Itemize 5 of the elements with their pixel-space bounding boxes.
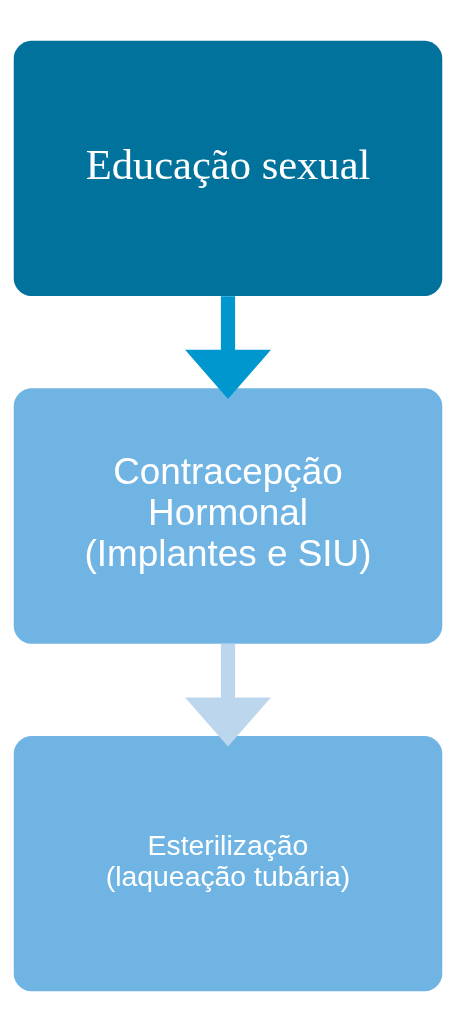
arrow	[185, 295, 271, 399]
node-box: Esterilização (laqueação tubária)	[13, 735, 443, 991]
node-box: Contracepção Hormonal (Implantes e SIU)	[13, 387, 443, 644]
arrow	[185, 643, 271, 747]
node-box: Educação sexual	[13, 40, 443, 296]
